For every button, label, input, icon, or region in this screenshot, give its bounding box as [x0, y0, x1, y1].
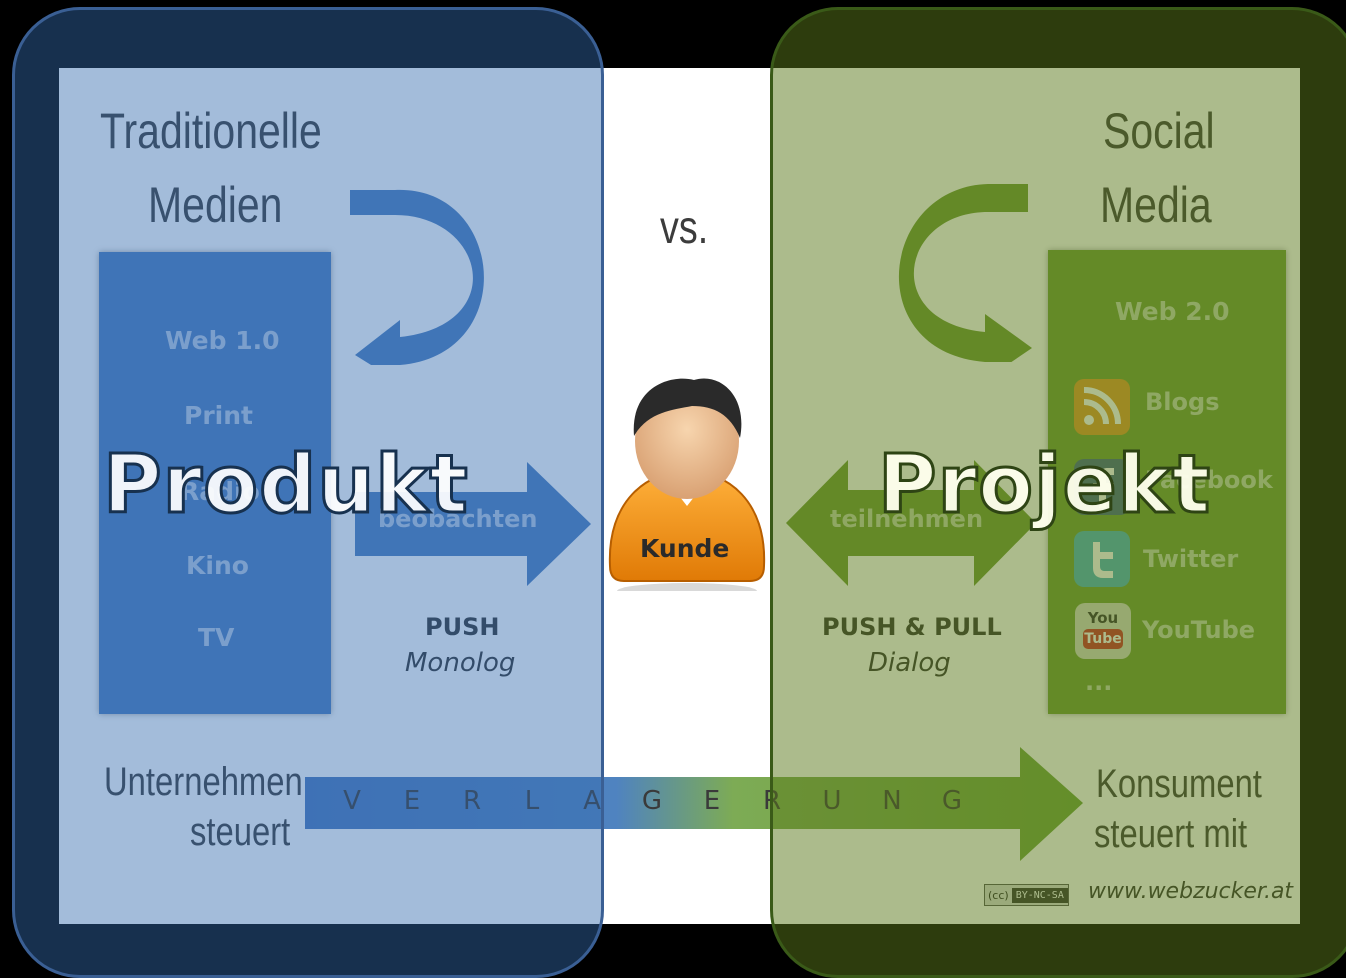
left-mode-label: PUSH	[425, 613, 500, 641]
shift-letter: E	[703, 786, 721, 816]
media-item: TV	[198, 623, 235, 652]
curved-arrow-left-icon	[350, 189, 484, 365]
person-label: Kunde	[640, 534, 730, 563]
shift-letter: V	[343, 786, 361, 816]
person-icon	[608, 378, 766, 591]
shift-letter: G	[641, 786, 663, 816]
push-arrow-label: beobachten	[378, 505, 538, 533]
product-overlay	[12, 7, 604, 978]
project-overlay	[770, 7, 1346, 978]
vs-label: vs.	[660, 201, 709, 253]
left-title-line2: Medien	[148, 177, 283, 233]
traditional-media-box	[99, 252, 331, 714]
media-item: Web 1.0	[165, 326, 280, 355]
shift-letter: L	[524, 786, 540, 816]
shift-arrow-icon	[305, 747, 1083, 861]
left-title-line1: Traditionelle	[100, 103, 322, 159]
project-label: Projekt	[876, 437, 1212, 533]
left-mode-description: Monolog	[405, 648, 516, 678]
media-item: Print	[184, 401, 253, 430]
media-item: Kino	[186, 551, 249, 580]
left-bottom-line1: Unternehmen	[104, 760, 303, 804]
media-item: Radio	[180, 477, 260, 506]
shift-letter: E	[403, 786, 421, 816]
shift-letter: A	[583, 786, 601, 816]
product-label: Produkt	[102, 437, 470, 533]
shift-letter: R	[462, 786, 482, 816]
push-arrow-icon	[355, 462, 591, 586]
left-bottom-line2: steuert	[190, 810, 291, 854]
